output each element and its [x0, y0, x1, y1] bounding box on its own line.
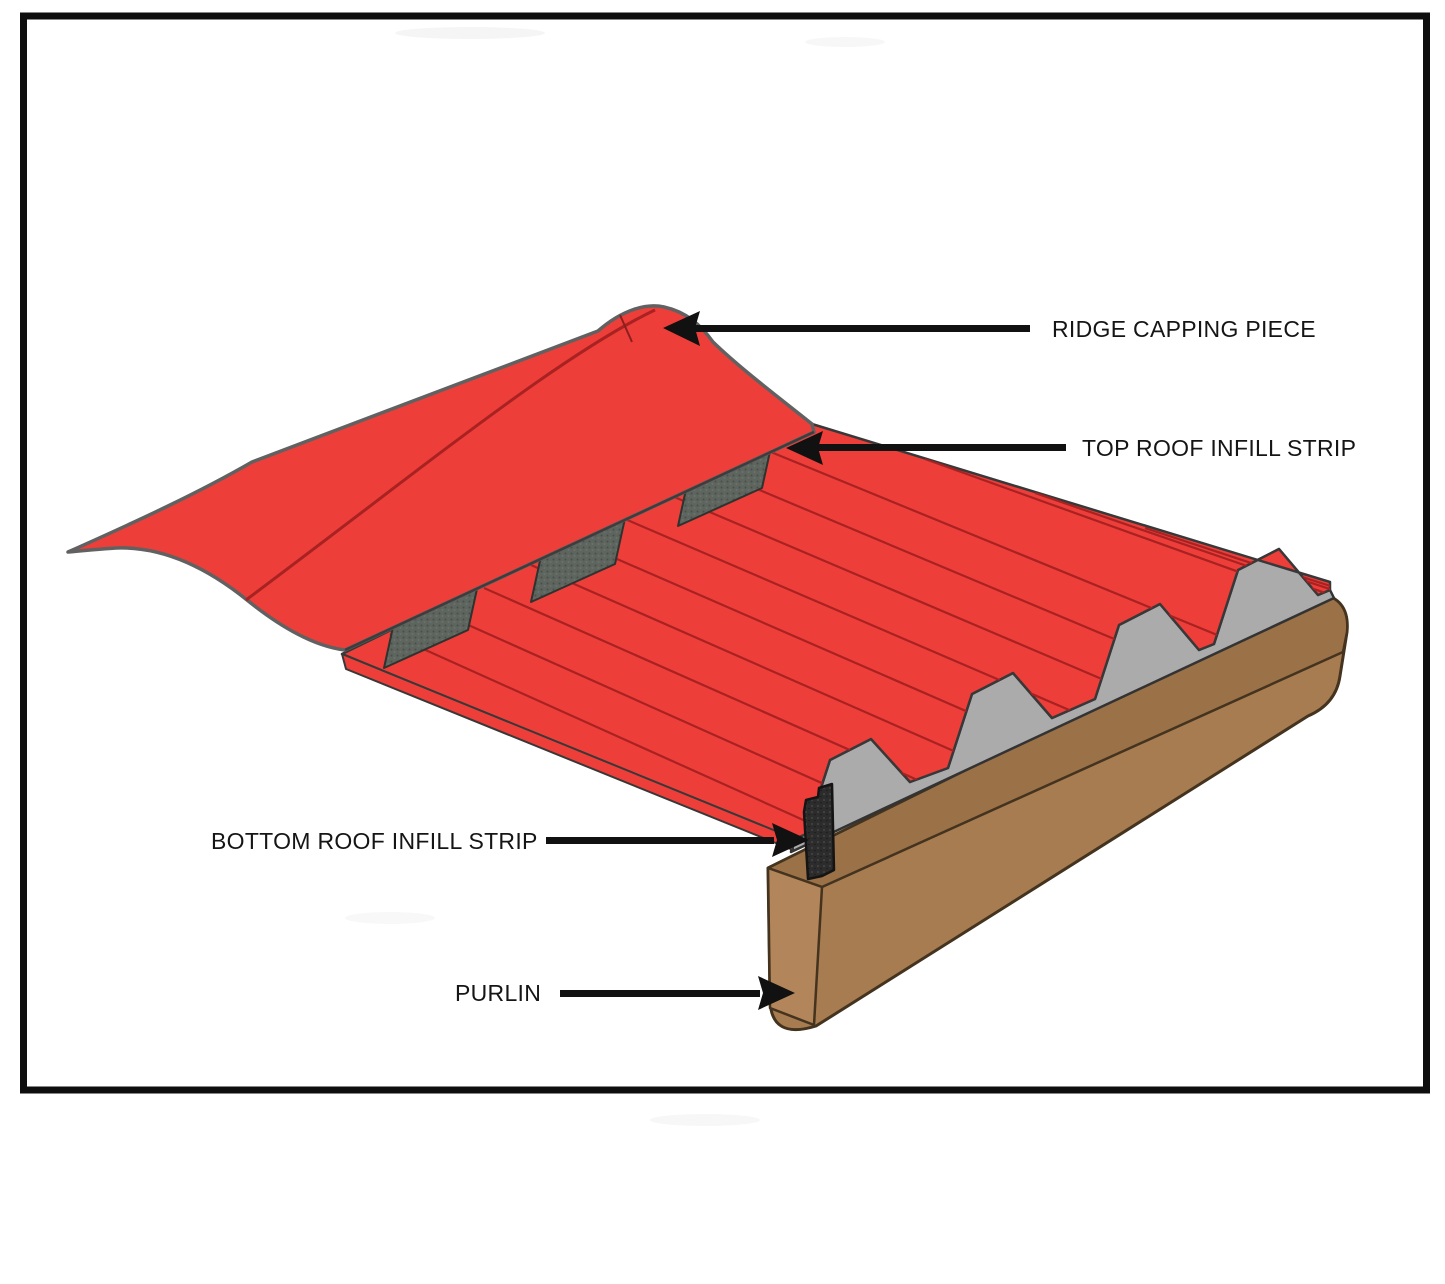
ridge-cap-fold-line — [245, 308, 656, 602]
bottom-infill-arrow — [546, 823, 809, 857]
ridge-cap-bottom-edge — [344, 430, 815, 652]
purlin-beam — [766, 592, 1349, 1032]
ridge-capping-arrow — [663, 311, 1030, 346]
sheet-underlap-edge — [341, 653, 794, 851]
ridge-capping-piece — [66, 304, 816, 652]
ridge-cap-crest-joint — [619, 314, 633, 343]
annotation-arrows — [546, 311, 1066, 1010]
label-bottom-roof-infill-strip: BOTTOM ROOF INFILL STRIP — [211, 828, 538, 854]
label-top-roof-infill-strip: TOP ROOF INFILL STRIP — [1082, 435, 1356, 461]
border-frame — [20, 12, 1430, 1094]
scan-smudges — [290, 27, 885, 1126]
purlin-arrow — [560, 976, 795, 1010]
label-ridge-capping-piece: RIDGE CAPPING PIECE — [1052, 316, 1316, 342]
bottom-infill-strip — [802, 782, 836, 881]
purlin-end-face — [766, 866, 824, 1027]
label-purlin: PURLIN — [455, 980, 541, 1006]
top-infill-arrow — [786, 431, 1066, 465]
ridge-cap-shape — [66, 304, 816, 652]
